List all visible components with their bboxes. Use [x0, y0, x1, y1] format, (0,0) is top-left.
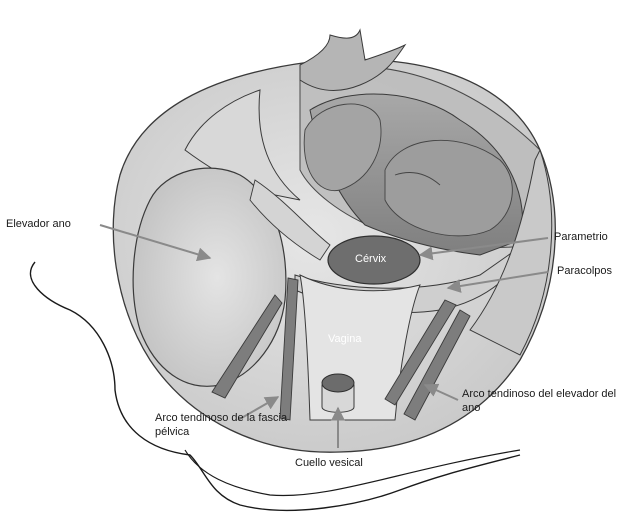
- label-elevador-ano: Elevador ano: [6, 217, 71, 231]
- label-arco-elevador: Arco tendinoso del elevador del ano: [462, 387, 637, 415]
- label-cuello-vesical: Cuello vesical: [295, 456, 363, 470]
- bladder-neck-top: [322, 374, 354, 392]
- label-paracolpos: Paracolpos: [557, 264, 612, 278]
- label-cervix: Cérvix: [355, 253, 386, 265]
- label-vagina: Vagina: [328, 333, 361, 345]
- label-parametrio: Parametrio: [554, 230, 608, 244]
- label-arco-fascia: Arco tendinoso de la fascia pélvica: [155, 411, 315, 439]
